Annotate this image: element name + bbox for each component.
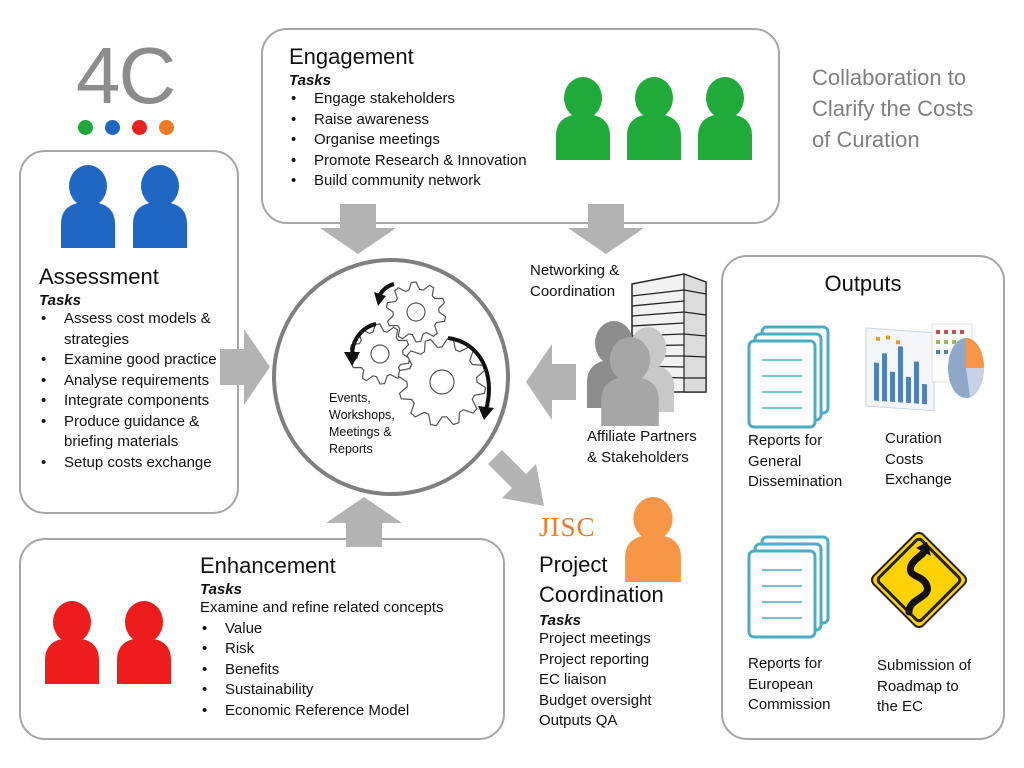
list-item: Economic Reference Model bbox=[200, 701, 490, 722]
output-label: Curation Costs Exchange bbox=[885, 430, 952, 488]
affiliates-label: Affiliate Partners & Stakeholders bbox=[587, 428, 697, 466]
enhancement-tasks-label: Tasks bbox=[200, 581, 242, 598]
red-person-icon bbox=[114, 600, 174, 684]
output-label: Submission of Roadmap to the EC bbox=[877, 657, 972, 715]
list-item: Assess cost models & strategies bbox=[39, 309, 231, 350]
list-item: Analyse requirements bbox=[39, 371, 231, 392]
output-label: Reports for General Dissemination bbox=[748, 432, 843, 490]
engagement-task-list: Engage stakeholders Raise awareness Orga… bbox=[289, 89, 569, 192]
list-item: Outputs QA bbox=[539, 712, 618, 729]
output-label: Reports for European Commission bbox=[748, 655, 831, 713]
project-tasks-label: Tasks bbox=[539, 612, 581, 629]
list-item: Integrate components bbox=[39, 391, 231, 412]
assessment-title: Assessment bbox=[39, 264, 159, 289]
list-item: Engage stakeholders bbox=[289, 89, 569, 110]
document-stack-icon bbox=[747, 535, 830, 639]
list-item: Build community network bbox=[289, 171, 569, 192]
list-item: Budget oversight bbox=[539, 691, 652, 709]
gears-icon bbox=[344, 281, 494, 427]
hub-circle bbox=[272, 258, 510, 496]
list-item: Benefits bbox=[200, 660, 490, 681]
list-item: Project meetings bbox=[539, 630, 651, 647]
assessment-content: Assessment Tasks Assess cost models & st… bbox=[39, 264, 231, 473]
assessment-task-list: Assess cost models & strategies Examine … bbox=[39, 309, 231, 473]
arrow-affiliates-icon bbox=[526, 344, 576, 420]
list-item: Organise meetings bbox=[289, 130, 569, 151]
enhancement-task-list: Value Risk Benefits Sustainability Econo… bbox=[200, 619, 490, 722]
list-item: Promote Research & Innovation bbox=[289, 151, 569, 172]
charts-icon bbox=[865, 323, 984, 412]
engagement-tasks-label: Tasks bbox=[289, 72, 331, 89]
arrow-engagement-right-icon bbox=[568, 204, 644, 254]
list-item: EC liaison bbox=[539, 671, 607, 688]
logo-dot bbox=[105, 120, 120, 135]
outputs-title: Outputs bbox=[824, 271, 902, 296]
red-person-icon bbox=[42, 600, 102, 684]
arrow-engagement-left-icon bbox=[320, 204, 396, 254]
hub-label: Events, Workshops, Meetings & Reports bbox=[329, 391, 395, 456]
logo-dot bbox=[78, 120, 93, 135]
list-item: Examine good practice bbox=[39, 350, 231, 371]
grey-person-icon bbox=[598, 336, 662, 426]
logo-text: 4C bbox=[76, 31, 176, 120]
engagement-title: Engagement bbox=[289, 44, 414, 69]
document-stack-icon bbox=[747, 325, 830, 429]
logo: 4C bbox=[74, 34, 184, 139]
arrow-project-icon bbox=[488, 450, 544, 506]
blue-person-icon bbox=[58, 164, 118, 248]
logo-dots bbox=[78, 120, 178, 136]
list-item: Sustainability bbox=[200, 680, 490, 701]
enhancement-content: Enhancement Tasks Examine and refine rel… bbox=[200, 553, 490, 721]
list-item: Setup costs exchange bbox=[39, 453, 231, 474]
winding-road-sign-icon bbox=[870, 531, 968, 629]
enhancement-intro: Examine and refine related concepts bbox=[200, 599, 444, 616]
engagement-content: Engagement Tasks Engage stakeholders Rai… bbox=[289, 44, 569, 192]
logo-dot bbox=[159, 120, 174, 135]
list-item: Project reporting bbox=[539, 650, 650, 668]
assessment-tasks-label: Tasks bbox=[39, 292, 81, 309]
jisc-logo: JISC bbox=[539, 512, 596, 542]
blue-person-icon bbox=[130, 164, 190, 248]
tagline: Collaboration to Clarify the Costs of Cu… bbox=[812, 65, 974, 152]
networking-label: Networking & Coordination bbox=[530, 262, 620, 300]
list-item: Risk bbox=[200, 639, 490, 660]
green-person-icon bbox=[553, 76, 613, 160]
project-content: Project Coordination Tasks Project meeti… bbox=[539, 550, 689, 732]
arrow-enhancement-icon bbox=[326, 497, 402, 547]
list-item: Value bbox=[200, 619, 490, 640]
list-item: Produce guidance & briefing materials bbox=[39, 412, 231, 453]
logo-dot bbox=[132, 120, 147, 135]
project-title: Project Coordination bbox=[539, 552, 664, 607]
list-item: Raise awareness bbox=[289, 110, 569, 131]
green-person-icon bbox=[695, 76, 755, 160]
green-person-icon bbox=[624, 76, 684, 160]
arrow-assessment-icon bbox=[220, 329, 270, 405]
enhancement-title: Enhancement bbox=[200, 553, 336, 578]
